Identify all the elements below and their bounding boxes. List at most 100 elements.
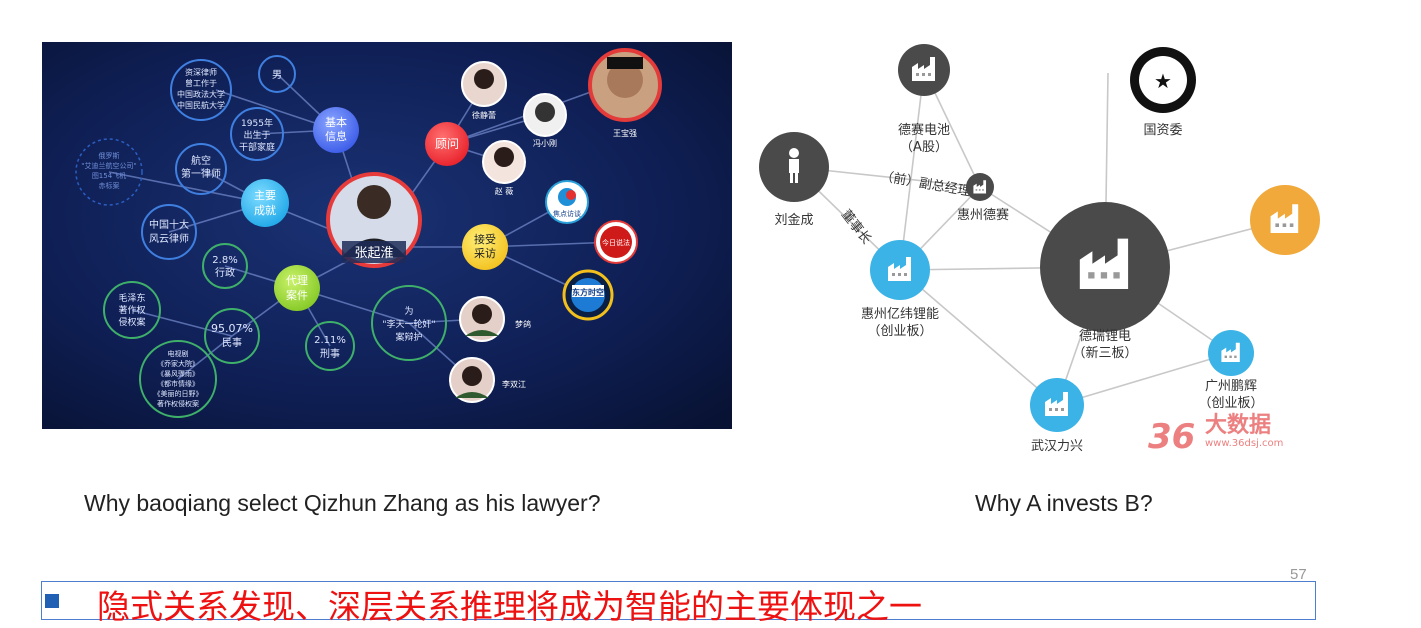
leaf-education xyxy=(170,59,232,121)
page-number: 57 xyxy=(1290,566,1307,583)
leaf-civil xyxy=(204,308,260,364)
svg-text:2.11%: 2.11% xyxy=(314,335,346,346)
node-guangzhou-penghui: 广州鹏辉 （创业板） xyxy=(1198,330,1264,411)
node-desay-lithium: 德瑞锂电 （新三板） xyxy=(1040,202,1170,361)
svg-text:冯小刚: 冯小刚 xyxy=(533,139,557,148)
svg-text:★: ★ xyxy=(1154,69,1172,93)
svg-text:国资委: 国资委 xyxy=(1143,123,1182,138)
svg-text:第一律师: 第一律师 xyxy=(181,167,221,180)
svg-text:1955年: 1955年 xyxy=(241,117,273,129)
leaf-tv xyxy=(139,340,217,418)
leaf-criminal xyxy=(305,321,355,371)
svg-text:焦点访谈: 焦点访谈 xyxy=(553,209,581,218)
svg-text:德赛电池: 德赛电池 xyxy=(898,122,950,138)
svg-text:徐静蕾: 徐静蕾 xyxy=(472,110,496,120)
svg-text:俄罗斯: 俄罗斯 xyxy=(99,151,120,160)
conclusion-text: 隐式关系发现、深层关系推理将成为智能的主要体现之一 xyxy=(97,587,922,626)
media-focus-interview: 焦点访谈 xyxy=(545,180,589,224)
svg-text:"艾迪兰航空公司": "艾迪兰航空公司" xyxy=(81,161,136,170)
svg-text:信息: 信息 xyxy=(325,129,347,143)
leaf-top10 xyxy=(141,204,197,260)
svg-text:代理: 代理 xyxy=(286,274,308,287)
person-feng-xiaogang: 冯小刚 xyxy=(523,93,567,148)
media-today-law: 今日说法 xyxy=(594,220,638,264)
svg-text:顾问: 顾问 xyxy=(435,137,459,151)
svg-text:2.8%: 2.8% xyxy=(212,255,237,266)
svg-text:东方时空: 东方时空 xyxy=(572,287,604,297)
leaf-li-tianyi xyxy=(371,285,447,361)
node-huizhou-desay: 惠州德赛 xyxy=(957,173,1009,223)
svg-text:惠州德赛: 惠州德赛 xyxy=(957,207,1009,223)
svg-text:出生于: 出生于 xyxy=(243,129,270,141)
edge-label-former-vp: （前）副总经理 xyxy=(879,168,971,200)
svg-text:行政: 行政 xyxy=(215,266,235,279)
svg-text:36: 36 xyxy=(1148,417,1195,457)
svg-text:接受: 接受 xyxy=(474,233,496,246)
watermark-36dsj: 36 大数据 www.36dsj.com xyxy=(1148,412,1283,457)
svg-text:刑事: 刑事 xyxy=(320,347,340,360)
svg-text:中国民航大学: 中国民航大学 xyxy=(177,100,225,110)
person-zhao-wei: 赵 薇 xyxy=(482,140,526,196)
person-xu-jinglei: 徐静蕾 xyxy=(461,61,507,120)
svg-text:侵权案: 侵权案 xyxy=(118,316,145,328)
svg-text:主要: 主要 xyxy=(254,189,276,202)
leaf-birth xyxy=(230,107,284,161)
svg-text:德瑞锂电: 德瑞锂电 xyxy=(1079,329,1131,344)
bullet-square-icon xyxy=(45,594,59,608)
svg-text:中国十大: 中国十大 xyxy=(149,218,189,231)
svg-text:图154飞机: 图154飞机 xyxy=(92,171,126,180)
node-eve-energy: 惠州亿纬锂能 （创业板） xyxy=(861,240,939,339)
svg-text:（新三板）: （新三板） xyxy=(1072,345,1137,361)
svg-text:95.07%: 95.07% xyxy=(211,322,253,335)
conclusion-box xyxy=(41,581,1316,620)
caption-right: Why A invests B? xyxy=(975,490,1153,516)
leaf-mao xyxy=(103,281,161,339)
person-li-shuangjiang: 李双江 xyxy=(449,357,526,403)
svg-text:（创业板）: （创业板） xyxy=(867,324,932,339)
svg-text:中国政法大学: 中国政法大学 xyxy=(177,89,225,99)
svg-text:今日说法: 今日说法 xyxy=(602,238,630,247)
node-investor-a xyxy=(1250,185,1320,255)
node-sasac: ★ 国资委 xyxy=(1130,47,1196,138)
hub-interview: 接受 采访 xyxy=(462,224,508,270)
leaf-aviation-case xyxy=(75,138,143,206)
svg-text:男: 男 xyxy=(272,69,282,81)
leaf-aviation xyxy=(175,143,227,195)
hub-cases: 代理 案件 xyxy=(274,265,320,311)
svg-text:《乔家大院》: 《乔家大院》 xyxy=(157,359,199,368)
svg-text:《美丽的日野》: 《美丽的日野》 xyxy=(154,389,203,398)
svg-text:曾工作于: 曾工作于 xyxy=(185,78,217,88)
node-wuhan-lixing: 武汉力兴 xyxy=(1030,378,1084,454)
svg-text:梦鸽: 梦鸽 xyxy=(515,319,531,329)
svg-text:广州鹏辉: 广州鹏辉 xyxy=(1205,379,1257,394)
center-lawyer-node: 张起淮 xyxy=(326,172,422,268)
svg-text:资深律师: 资深律师 xyxy=(185,67,217,77)
hub-achievement: 主要 成就 xyxy=(241,179,289,227)
leaf-admin xyxy=(202,243,248,289)
svg-text:风云律师: 风云律师 xyxy=(149,232,189,245)
svg-text:"李天一轮奸": "李天一轮奸" xyxy=(382,318,435,330)
media-oriental-horizon: 东方时空 xyxy=(562,269,614,321)
svg-text:采访: 采访 xyxy=(474,247,496,260)
node-desay-battery: 德赛电池 （A股） xyxy=(898,44,950,155)
svg-text:案件: 案件 xyxy=(286,288,308,302)
lawyer-graph-image: 张起淮 基本 信息 顾问 主要 成就 接受 采访 代理 案件 xyxy=(42,42,732,429)
leaf-gender xyxy=(258,55,296,93)
svg-text:航空: 航空 xyxy=(191,154,211,167)
svg-text:赵 薇: 赵 薇 xyxy=(495,186,514,196)
svg-text:民事: 民事 xyxy=(222,336,242,349)
svg-text:赤标案: 赤标案 xyxy=(99,181,120,190)
hub-advisor: 顾问 xyxy=(425,122,469,166)
caption-left: Why baoqiang select Qizhun Zhang as his … xyxy=(84,490,601,516)
svg-text:干部家庭: 干部家庭 xyxy=(239,141,275,153)
svg-text:王宝强: 王宝强 xyxy=(613,128,637,138)
svg-text:《暴风骤雨》: 《暴风骤雨》 xyxy=(157,369,199,378)
svg-text:案辩护: 案辩护 xyxy=(395,331,422,343)
svg-text:《都市情缘》: 《都市情缘》 xyxy=(157,379,199,388)
svg-text:成就: 成就 xyxy=(254,203,276,217)
svg-text:为: 为 xyxy=(404,305,413,317)
svg-text:惠州亿纬锂能: 惠州亿纬锂能 xyxy=(861,307,939,322)
svg-text:李双江: 李双江 xyxy=(502,379,526,389)
svg-text:电视剧: 电视剧 xyxy=(168,349,189,358)
svg-text:（A股）: （A股） xyxy=(900,140,948,155)
